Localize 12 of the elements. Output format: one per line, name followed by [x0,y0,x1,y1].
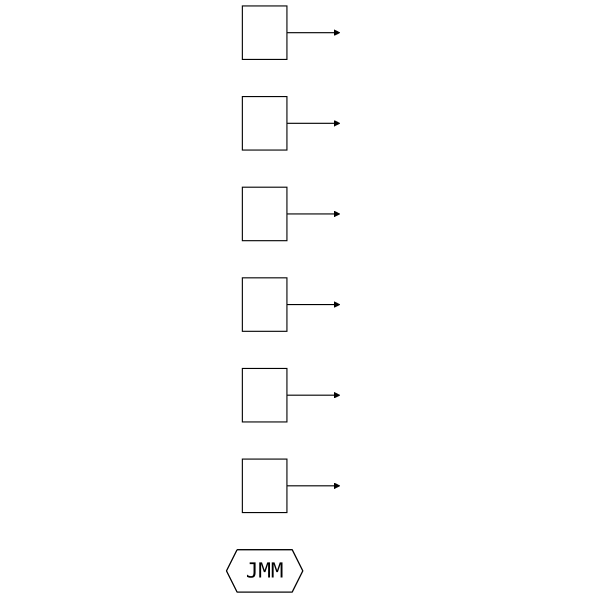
node-box [242,186,288,242]
node-box [242,368,288,422]
node-box [242,96,288,151]
node-box [242,458,288,514]
arrow [286,210,340,218]
node-box [242,277,288,332]
arrow [286,482,340,490]
node-box [242,5,288,60]
arrow [286,120,340,127]
arrow [286,29,340,36]
arrow [286,392,340,398]
arrow [286,301,340,308]
